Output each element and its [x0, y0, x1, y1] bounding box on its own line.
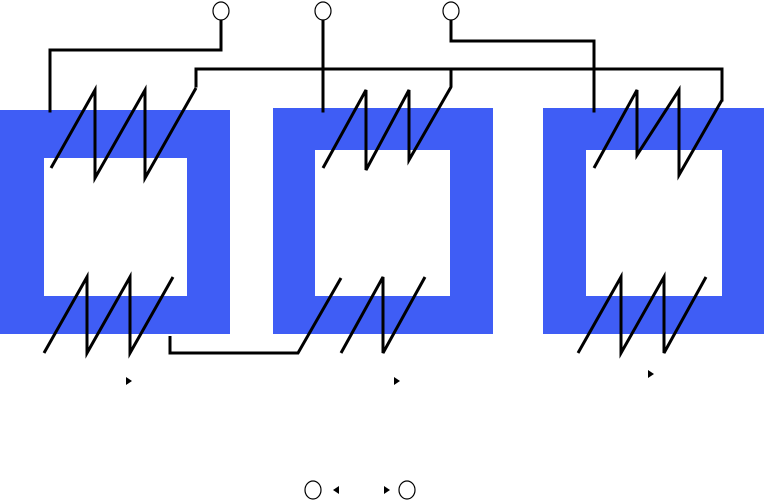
right-bottom-coil [576, 271, 708, 359]
top-terminal-right [442, 1, 460, 21]
bottom-terminal-left [304, 480, 322, 500]
bottom-terminal-right [398, 480, 416, 500]
current-arrows [126, 370, 654, 494]
wire-terminal1-to-left-core [48, 16, 223, 113]
top-terminal-left [212, 1, 230, 21]
top-bus-neutral [194, 67, 724, 102]
top-wiring [48, 16, 724, 113]
arrow-marker-middle [394, 377, 400, 385]
top-terminal-middle [314, 1, 332, 21]
wire-terminal3-to-right-core [449, 16, 596, 113]
left-bottom-coil [42, 271, 175, 359]
terminals [212, 1, 460, 500]
coil-windings [42, 84, 724, 359]
right-top-coil [592, 84, 724, 181]
arrow-marker-bottom-right [384, 486, 390, 494]
right-core-window [586, 150, 722, 296]
middle-bottom-coil [339, 276, 427, 354]
arrow-marker-bottom-left [333, 486, 339, 494]
wire-left-to-middle-bottom [168, 277, 343, 355]
middle-top-coil [321, 86, 453, 171]
left-core-window [44, 158, 187, 296]
right-core [543, 108, 764, 334]
left-core [0, 110, 230, 334]
arrow-marker-right [648, 370, 654, 378]
middle-core-window [315, 150, 450, 296]
arrow-marker-left [126, 377, 132, 385]
left-top-coil [49, 84, 198, 184]
bottom-wiring [168, 277, 343, 355]
